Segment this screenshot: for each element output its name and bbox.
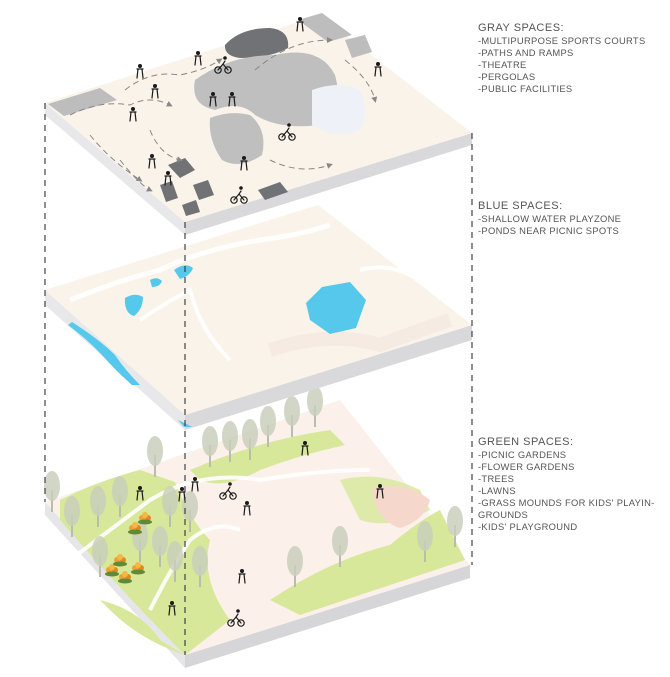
sports-court (194, 52, 338, 127)
blue-spaces-layer (45, 205, 472, 430)
legend-item: -TREES (478, 473, 515, 484)
lawn-area (100, 600, 185, 655)
legend-item: -THEATRE (478, 59, 527, 70)
blue-spaces-legend: BLUE SPACES: -SHALLOW WATER PLAYZONE -PO… (478, 200, 666, 237)
stream (68, 322, 140, 385)
layer-connector-lines (44, 103, 473, 655)
green-spaces-title: GREEN SPACES: (478, 436, 574, 448)
pergola (193, 180, 214, 200)
gray-spaces-title: GRAY SPACES: (478, 22, 565, 34)
blue-layer-surface (45, 205, 472, 415)
public-facility (48, 88, 117, 116)
gray-layer-surface (45, 15, 472, 222)
legend-item: -PICNIC GARDENS (478, 449, 567, 460)
legend-item: -PONDS NEAR PICNIC SPOTS (478, 225, 620, 236)
blue-spaces-title: BLUE SPACES: (478, 200, 563, 212)
sports-court (209, 113, 264, 164)
legend-item: -PUBLIC FACILITIES (478, 83, 573, 94)
gray-spaces-layer (45, 13, 472, 235)
green-spaces-layer (43, 385, 470, 668)
pergola (258, 182, 288, 200)
pond (306, 282, 366, 334)
theatre (224, 28, 289, 58)
public-facility (298, 13, 352, 42)
legend-item: -PATHS AND RAMPS (478, 47, 574, 58)
pond (174, 265, 193, 279)
gray-spaces-legend: GRAY SPACES: -MULTIPURPOSE SPORTS COURTS… (478, 22, 666, 95)
legend-item: -FLOWER GARDENS (478, 461, 575, 472)
path-arrow-icon (69, 37, 378, 192)
lawn-area (270, 510, 465, 615)
green-spaces-legend: GREEN SPACES: -PICNIC GARDENS -FLOWER GA… (478, 436, 666, 533)
playground-mound (372, 485, 430, 528)
shallow-water-playzone (312, 85, 365, 134)
legend-item: -GRASS MOUNDS FOR KIDS' PLAYIN- GROUNDS (478, 497, 655, 520)
pergola (168, 158, 195, 178)
legend-item: -LAWNS (478, 485, 516, 496)
pergola (160, 181, 178, 202)
pergola (182, 200, 200, 216)
legend-item: -MULTIPURPOSE SPORTS COURTS (478, 35, 646, 46)
legend-item: -PERGOLAS (478, 71, 536, 82)
legend-item: -KIDS' PLAYGROUND (478, 521, 578, 532)
pond (124, 294, 143, 316)
public-facility (345, 35, 372, 58)
legend-item: -SHALLOW WATER PLAYZONE (478, 213, 622, 224)
pond (150, 278, 162, 287)
